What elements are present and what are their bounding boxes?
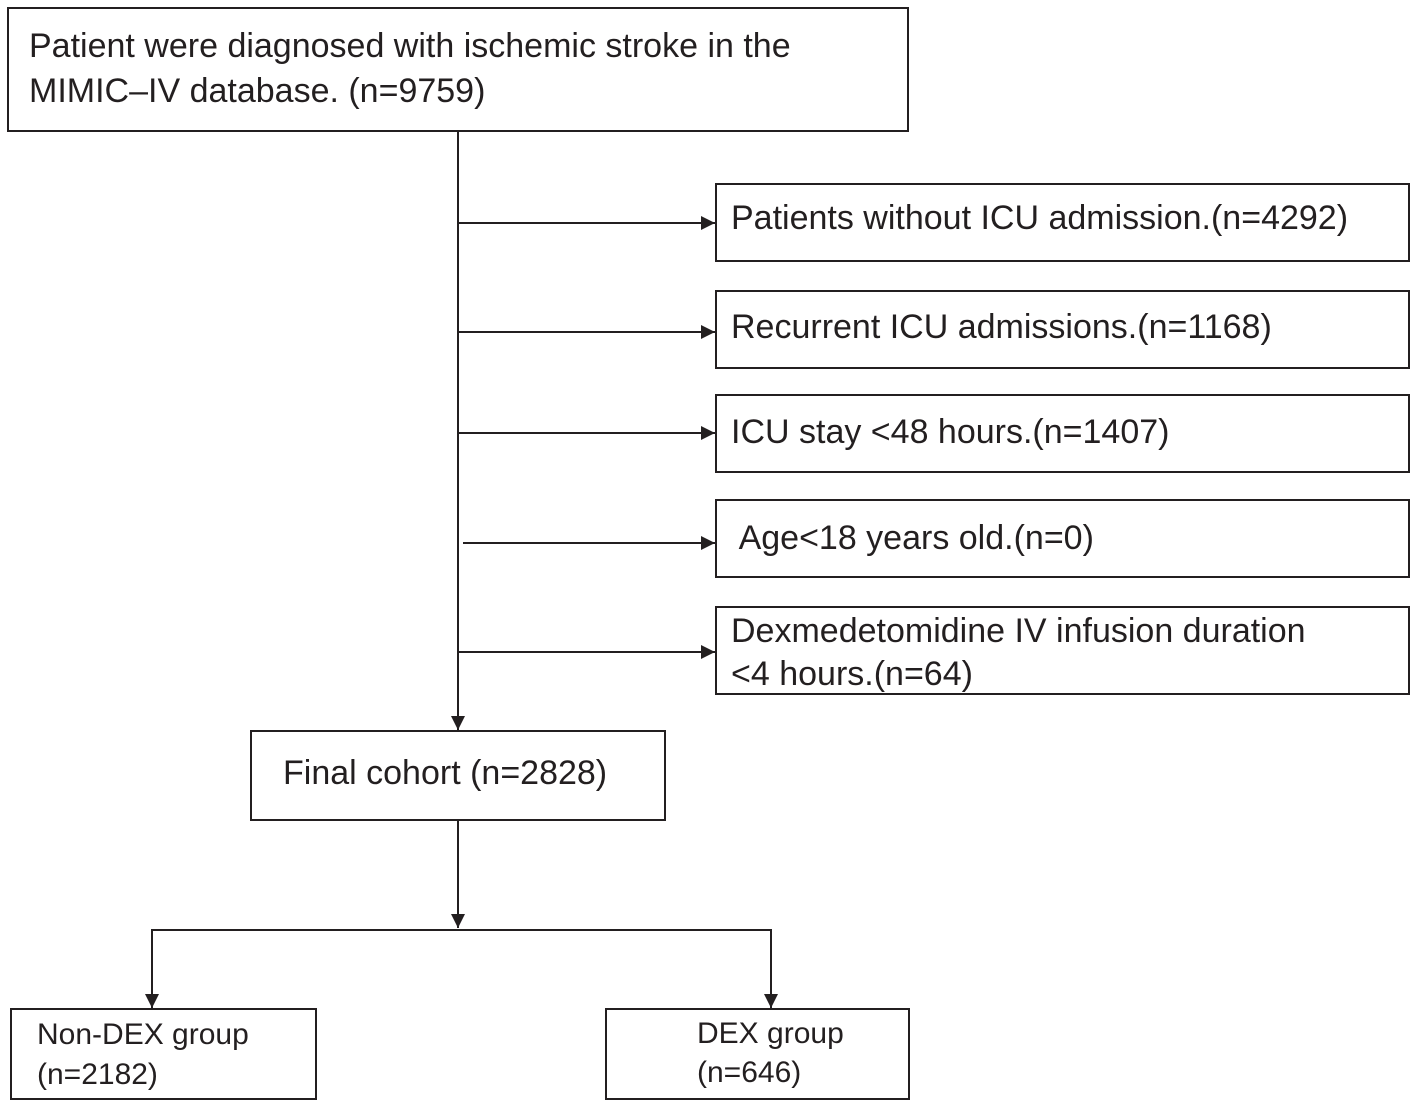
exclusion-text-dex-duration-line-1: Dexmedetomidine IV infusion duration xyxy=(731,612,1306,650)
dex-group-box xyxy=(605,1008,910,1100)
dex-group-line-1: DEX group xyxy=(697,1017,844,1050)
exclusion-text-age: Age<18 years old.(n=0) xyxy=(731,519,1094,557)
exclusion-text-dex-duration-line-2: <4 hours.(n=64) xyxy=(731,655,973,693)
final-cohort-box xyxy=(250,730,666,821)
source-population-line-2: MIMIC–IV database. (n=9759) xyxy=(29,72,486,110)
non-dex-group-line-2: (n=2182) xyxy=(37,1058,158,1091)
non-dex-group-line-1: Non-DEX group xyxy=(37,1018,249,1051)
exclusion-text-recurrent-icu: Recurrent ICU admissions.(n=1168) xyxy=(731,308,1272,346)
exclusion-text-no-icu: Patients without ICU admission.(n=4292) xyxy=(731,199,1349,237)
exclusion-box-age xyxy=(715,499,1410,578)
dex-group-line-2: (n=646) xyxy=(697,1056,802,1089)
exclusion-text-icu-stay: ICU stay <48 hours.(n=1407) xyxy=(731,413,1170,451)
source-population-box xyxy=(7,7,909,132)
final-cohort-text: Final cohort (n=2828) xyxy=(283,754,608,792)
exclusion-box-dex-duration xyxy=(715,606,1410,695)
exclusion-box-recurrent-icu xyxy=(715,290,1410,369)
exclusion-box-no-icu xyxy=(715,183,1410,262)
non-dex-group-box xyxy=(10,1008,317,1100)
source-population-line-1: Patient were diagnosed with ischemic str… xyxy=(29,27,791,65)
exclusion-box-icu-stay xyxy=(715,394,1410,473)
